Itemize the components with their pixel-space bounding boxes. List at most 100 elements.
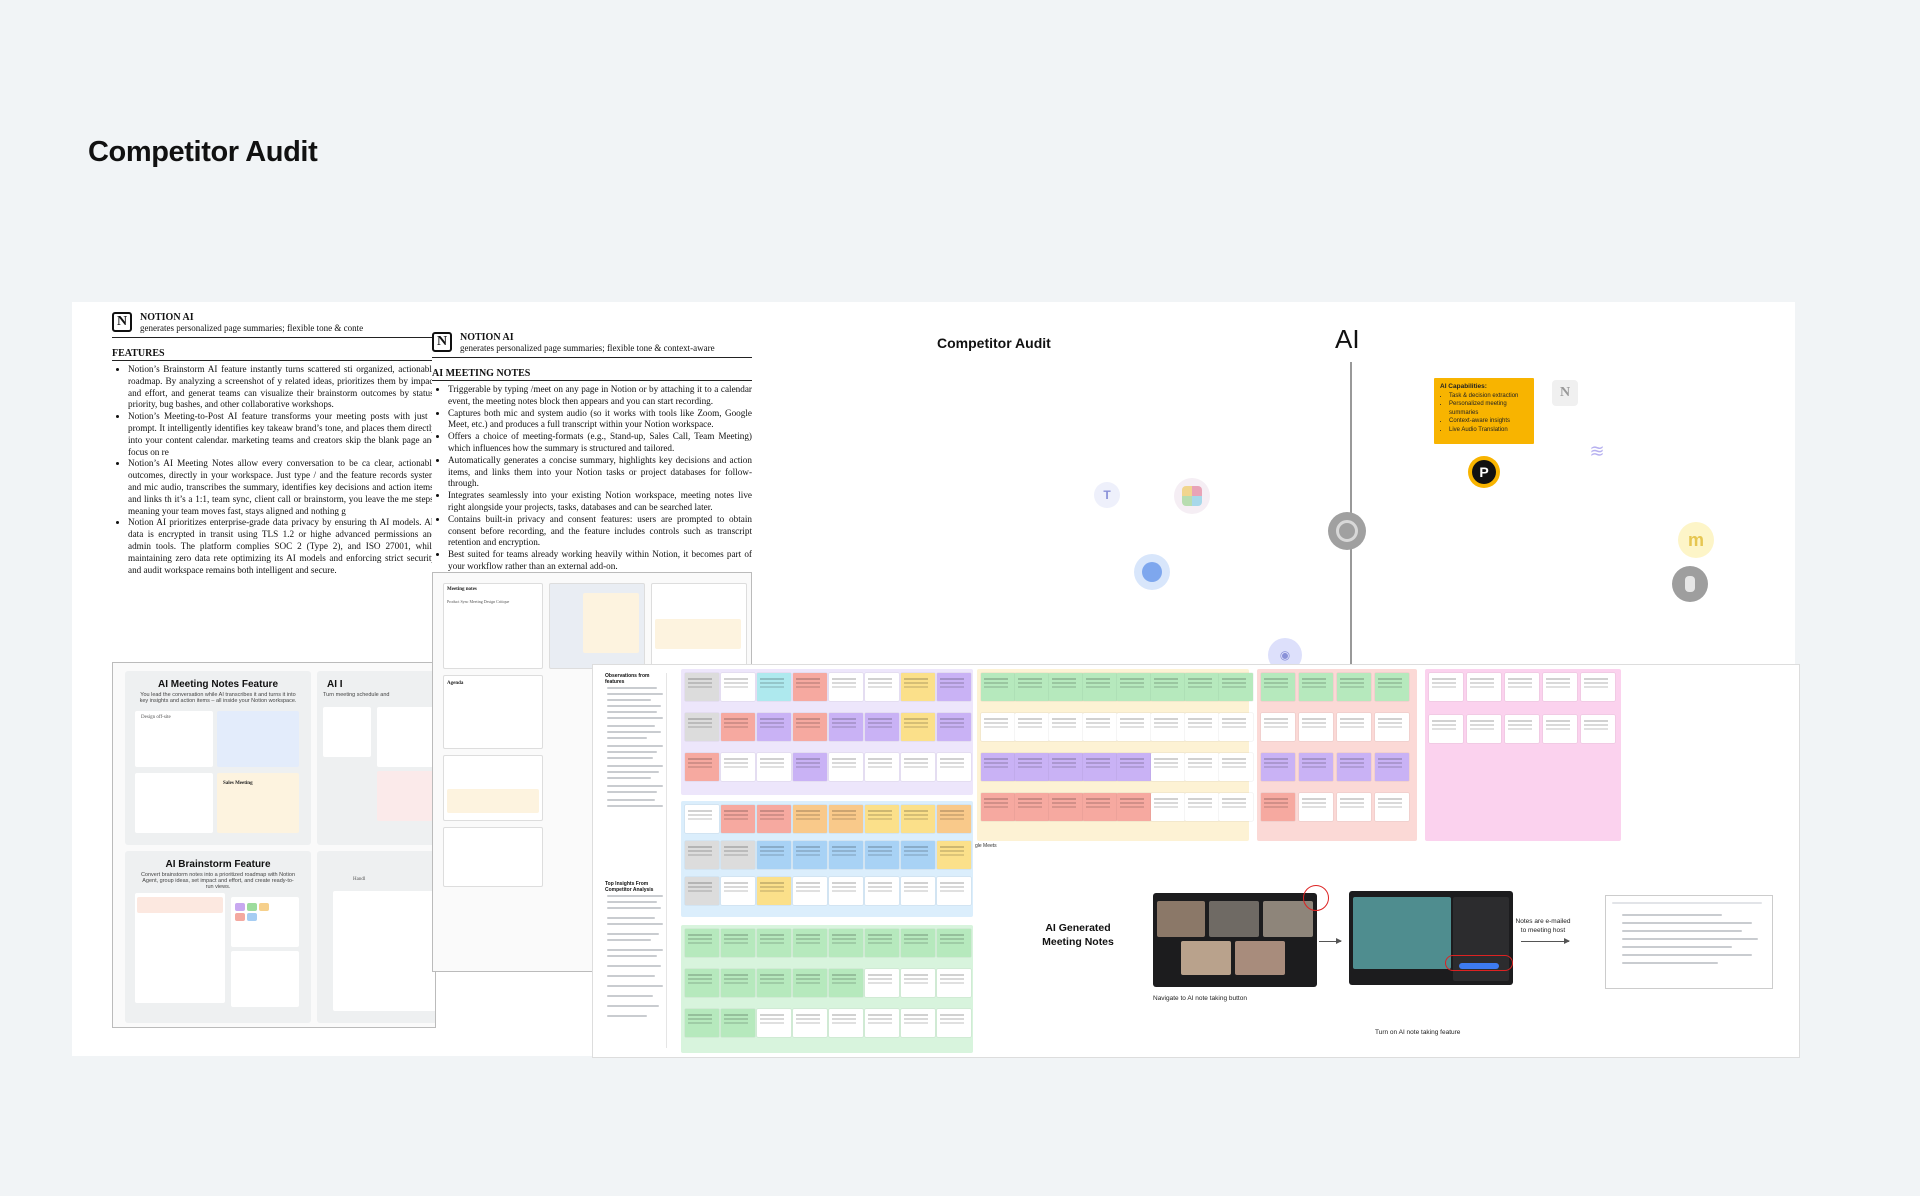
sticky-note[interactable] [829, 753, 863, 781]
sticky-note[interactable] [937, 673, 971, 701]
sticky-note[interactable] [1185, 713, 1219, 741]
sticky-note[interactable] [1219, 713, 1253, 741]
sticky-note[interactable] [1505, 673, 1539, 701]
otter-icon[interactable] [1328, 512, 1366, 550]
notion-doc-features[interactable]: N NOTION AI generates personalized page … [112, 312, 436, 1052]
sticky-note[interactable] [757, 841, 791, 869]
sticky-note[interactable] [1049, 673, 1083, 701]
sticky-note[interactable] [1261, 753, 1295, 781]
sticky-note[interactable] [793, 1009, 827, 1037]
sticky-note[interactable] [721, 877, 755, 905]
sticky-note[interactable] [685, 713, 719, 741]
sticky-note[interactable] [865, 969, 899, 997]
sticky-note[interactable] [981, 793, 1015, 821]
sticky-note[interactable] [793, 753, 827, 781]
sticky-note[interactable] [685, 805, 719, 833]
sticky-note[interactable] [1151, 753, 1185, 781]
zoom-icon[interactable] [1134, 554, 1170, 590]
sticky-note[interactable] [793, 877, 827, 905]
affinity-board[interactable]: Observations from features Top Insights … [592, 664, 1800, 1058]
sticky-note[interactable] [901, 841, 935, 869]
sticky-note[interactable] [1151, 793, 1185, 821]
sticky-note[interactable] [1375, 713, 1409, 741]
sticky-note[interactable] [1015, 793, 1049, 821]
sticky-note[interactable] [1337, 713, 1371, 741]
sticky-note[interactable] [1219, 753, 1253, 781]
sticky-note[interactable] [721, 673, 755, 701]
sticky-note[interactable] [865, 877, 899, 905]
sticky-note[interactable] [865, 673, 899, 701]
sticky-note[interactable] [901, 929, 935, 957]
sticky-note[interactable] [721, 1009, 755, 1037]
sticky-note[interactable] [757, 1009, 791, 1037]
sticky-note[interactable] [1543, 715, 1577, 743]
sticky-note[interactable] [937, 753, 971, 781]
sticky-note[interactable] [1429, 715, 1463, 743]
sticky-note[interactable] [1083, 713, 1117, 741]
ai-notetaker-screen[interactable] [1349, 891, 1513, 985]
sticky-note[interactable] [1219, 673, 1253, 701]
sticky-note[interactable] [865, 713, 899, 741]
ai-capabilities-note[interactable]: AI Capabilities: Task & decision extract… [1434, 378, 1534, 444]
sticky-note[interactable] [901, 753, 935, 781]
sticky-note[interactable] [1581, 673, 1615, 701]
sticky-note[interactable] [1083, 753, 1117, 781]
sticky-note[interactable] [721, 969, 755, 997]
email-notes-doc[interactable] [1605, 895, 1773, 989]
sticky-note[interactable] [1429, 673, 1463, 701]
sticky-note[interactable] [1261, 713, 1295, 741]
sticky-note[interactable] [1049, 793, 1083, 821]
sticky-note[interactable] [865, 753, 899, 781]
sticky-note[interactable] [901, 1009, 935, 1037]
sticky-note[interactable] [865, 841, 899, 869]
sticky-note[interactable] [865, 805, 899, 833]
sticky-note[interactable] [865, 929, 899, 957]
sticky-note[interactable] [1185, 673, 1219, 701]
sticky-note[interactable] [937, 805, 971, 833]
sticky-note[interactable] [757, 969, 791, 997]
sticky-note[interactable] [1375, 793, 1409, 821]
sticky-note[interactable] [793, 929, 827, 957]
sticky-note[interactable] [685, 841, 719, 869]
sticky-note[interactable] [721, 805, 755, 833]
sticky-note[interactable] [757, 673, 791, 701]
video-call-screen[interactable] [1153, 893, 1317, 987]
sticky-note[interactable] [685, 753, 719, 781]
sticky-note[interactable] [981, 673, 1015, 701]
sticky-note[interactable] [1261, 673, 1295, 701]
sticky-note[interactable] [1151, 713, 1185, 741]
sticky-note[interactable] [721, 713, 755, 741]
sticky-note[interactable] [1299, 793, 1333, 821]
teams-icon[interactable]: T [1094, 482, 1120, 508]
sticky-note[interactable] [721, 753, 755, 781]
sticky-note[interactable] [865, 1009, 899, 1037]
sticky-note[interactable] [1117, 713, 1151, 741]
sticky-note[interactable] [1543, 673, 1577, 701]
sticky-note[interactable] [937, 841, 971, 869]
sticky-note[interactable] [829, 805, 863, 833]
sticky-note[interactable] [1467, 715, 1501, 743]
sticky-note[interactable] [757, 877, 791, 905]
sticky-note[interactable] [793, 713, 827, 741]
sticky-note[interactable] [901, 673, 935, 701]
sticky-note[interactable] [1299, 673, 1333, 701]
sticky-note[interactable] [1083, 673, 1117, 701]
sticky-note[interactable] [1015, 713, 1049, 741]
sticky-note[interactable] [685, 969, 719, 997]
sticky-note[interactable] [901, 877, 935, 905]
sticky-note[interactable] [757, 753, 791, 781]
audio-waveform-icon[interactable]: ≋ [1589, 440, 1605, 461]
handle-panel[interactable]: Handl [317, 851, 435, 1023]
sticky-note[interactable] [1219, 793, 1253, 821]
sticky-note[interactable] [901, 969, 935, 997]
sticky-note[interactable] [1117, 673, 1151, 701]
sticky-note[interactable] [829, 673, 863, 701]
sticky-note[interactable] [1299, 713, 1333, 741]
sticky-note[interactable] [937, 713, 971, 741]
sticky-note[interactable] [981, 713, 1015, 741]
sticky-note[interactable] [829, 841, 863, 869]
sticky-note[interactable] [685, 673, 719, 701]
sticky-note[interactable] [901, 713, 935, 741]
sticky-note[interactable] [757, 929, 791, 957]
sticky-note[interactable] [937, 1009, 971, 1037]
